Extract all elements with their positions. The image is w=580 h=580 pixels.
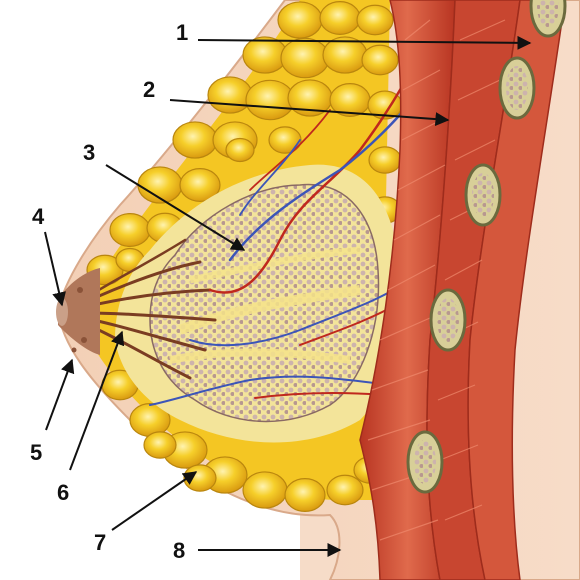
fat-lobule <box>277 1 323 39</box>
rib <box>406 430 444 494</box>
label-7: 7 <box>94 471 198 555</box>
label-5: 5 <box>30 358 75 465</box>
svg-text:2: 2 <box>143 77 155 102</box>
fat-lobule <box>368 146 402 174</box>
fat-lobule <box>326 474 364 506</box>
svg-text:4: 4 <box>32 204 45 229</box>
fat-lobule <box>280 37 330 79</box>
fat-lobule <box>242 471 288 509</box>
fat-lobule <box>179 168 221 203</box>
svg-text:8: 8 <box>173 538 185 563</box>
label-6: 6 <box>57 330 125 505</box>
rib <box>429 288 467 352</box>
blood-vessels <box>149 8 442 406</box>
label-4: 4 <box>32 204 66 307</box>
fat-lobule <box>245 79 295 121</box>
label-1: 1 <box>176 20 532 50</box>
fat-lobule <box>361 44 399 76</box>
svg-text:6: 6 <box>57 480 69 505</box>
label-2: 2 <box>143 77 450 127</box>
svg-text:3: 3 <box>83 140 95 165</box>
nipple-areola <box>56 268 100 355</box>
fat-lobule <box>268 126 302 154</box>
fat-lobule <box>143 431 177 459</box>
svg-text:1: 1 <box>176 20 188 45</box>
fat-lobule <box>207 76 253 114</box>
rib <box>464 163 502 227</box>
fat-lobule <box>319 1 361 35</box>
label-8: 8 <box>173 538 342 563</box>
rib <box>529 0 567 38</box>
fat-lobule <box>225 137 255 163</box>
svg-text:7: 7 <box>94 530 106 555</box>
label-3: 3 <box>83 140 246 251</box>
svg-text:5: 5 <box>30 440 42 465</box>
fat-lobule <box>356 4 394 36</box>
ribs <box>406 0 567 494</box>
fat-lobule <box>284 478 326 513</box>
fat-lobule <box>172 121 218 159</box>
rib <box>498 56 536 120</box>
fat-lobule <box>109 213 151 248</box>
fat-lobule <box>242 36 288 74</box>
